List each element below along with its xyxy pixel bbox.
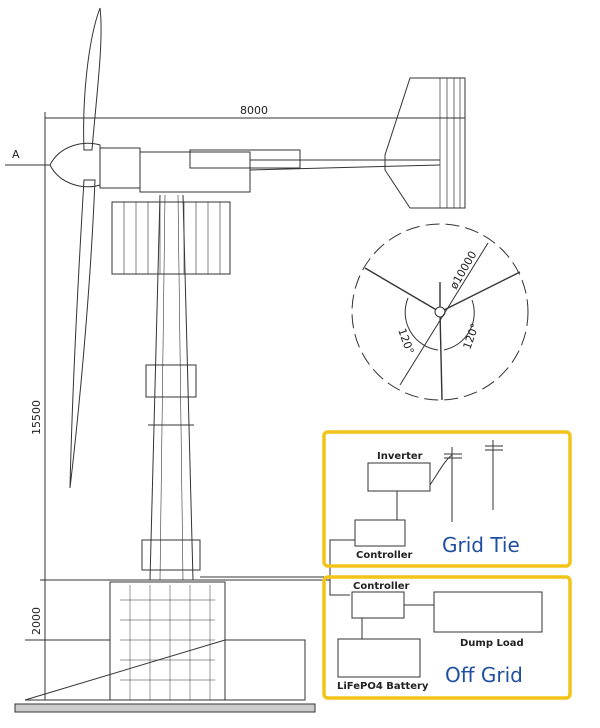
- grid-tie-title: Grid Tie: [442, 533, 520, 557]
- height-dimension: 15500 2000: [30, 150, 330, 701]
- lower-blade: [69, 179, 96, 489]
- dump-load: [433, 591, 543, 633]
- grid-tie-controller-label: Controller: [356, 550, 413, 561]
- battery: [337, 638, 421, 678]
- inverter-label: Inverter: [377, 451, 423, 462]
- foundation: [14, 581, 316, 713]
- width-dimension-label: 8000: [240, 104, 268, 117]
- power-cable: [200, 539, 355, 596]
- left-angle-label: 120°: [395, 327, 416, 356]
- generator: [99, 147, 141, 189]
- off-grid-title: Off Grid: [445, 663, 523, 687]
- yaw-housing: [189, 149, 301, 169]
- foundation-dimension-label: 2000: [30, 607, 43, 635]
- rotor-diameter-label: ø10000: [447, 249, 479, 292]
- right-angle-label: 120°: [461, 322, 482, 351]
- nacelle: [139, 151, 251, 193]
- off-grid-controller-label: Controller: [353, 581, 410, 592]
- inverter: [367, 462, 431, 492]
- height-dimension-label: 15500: [30, 400, 43, 435]
- grid-tie-panel: Inverter Controller Grid Tie: [322, 430, 572, 568]
- section-mark: A: [12, 148, 20, 161]
- rotor-cage: [111, 201, 231, 275]
- rotor-front-view: ø10000 120° 120°: [351, 223, 529, 401]
- dump-load-label: Dump Load: [460, 638, 524, 649]
- upper-blade: [83, 7, 102, 151]
- tail-fin: [384, 77, 466, 209]
- width-dimension: 8000: [44, 104, 466, 150]
- battery-label: LiFePO4 Battery: [337, 681, 429, 692]
- grid-tie-controller: [354, 519, 406, 547]
- off-grid-controller: [351, 591, 405, 619]
- tower: [141, 194, 201, 581]
- off-grid-panel: Controller Dump Load LiFePO4 Battery Off…: [322, 575, 572, 700]
- utility-poles: [429, 440, 503, 522]
